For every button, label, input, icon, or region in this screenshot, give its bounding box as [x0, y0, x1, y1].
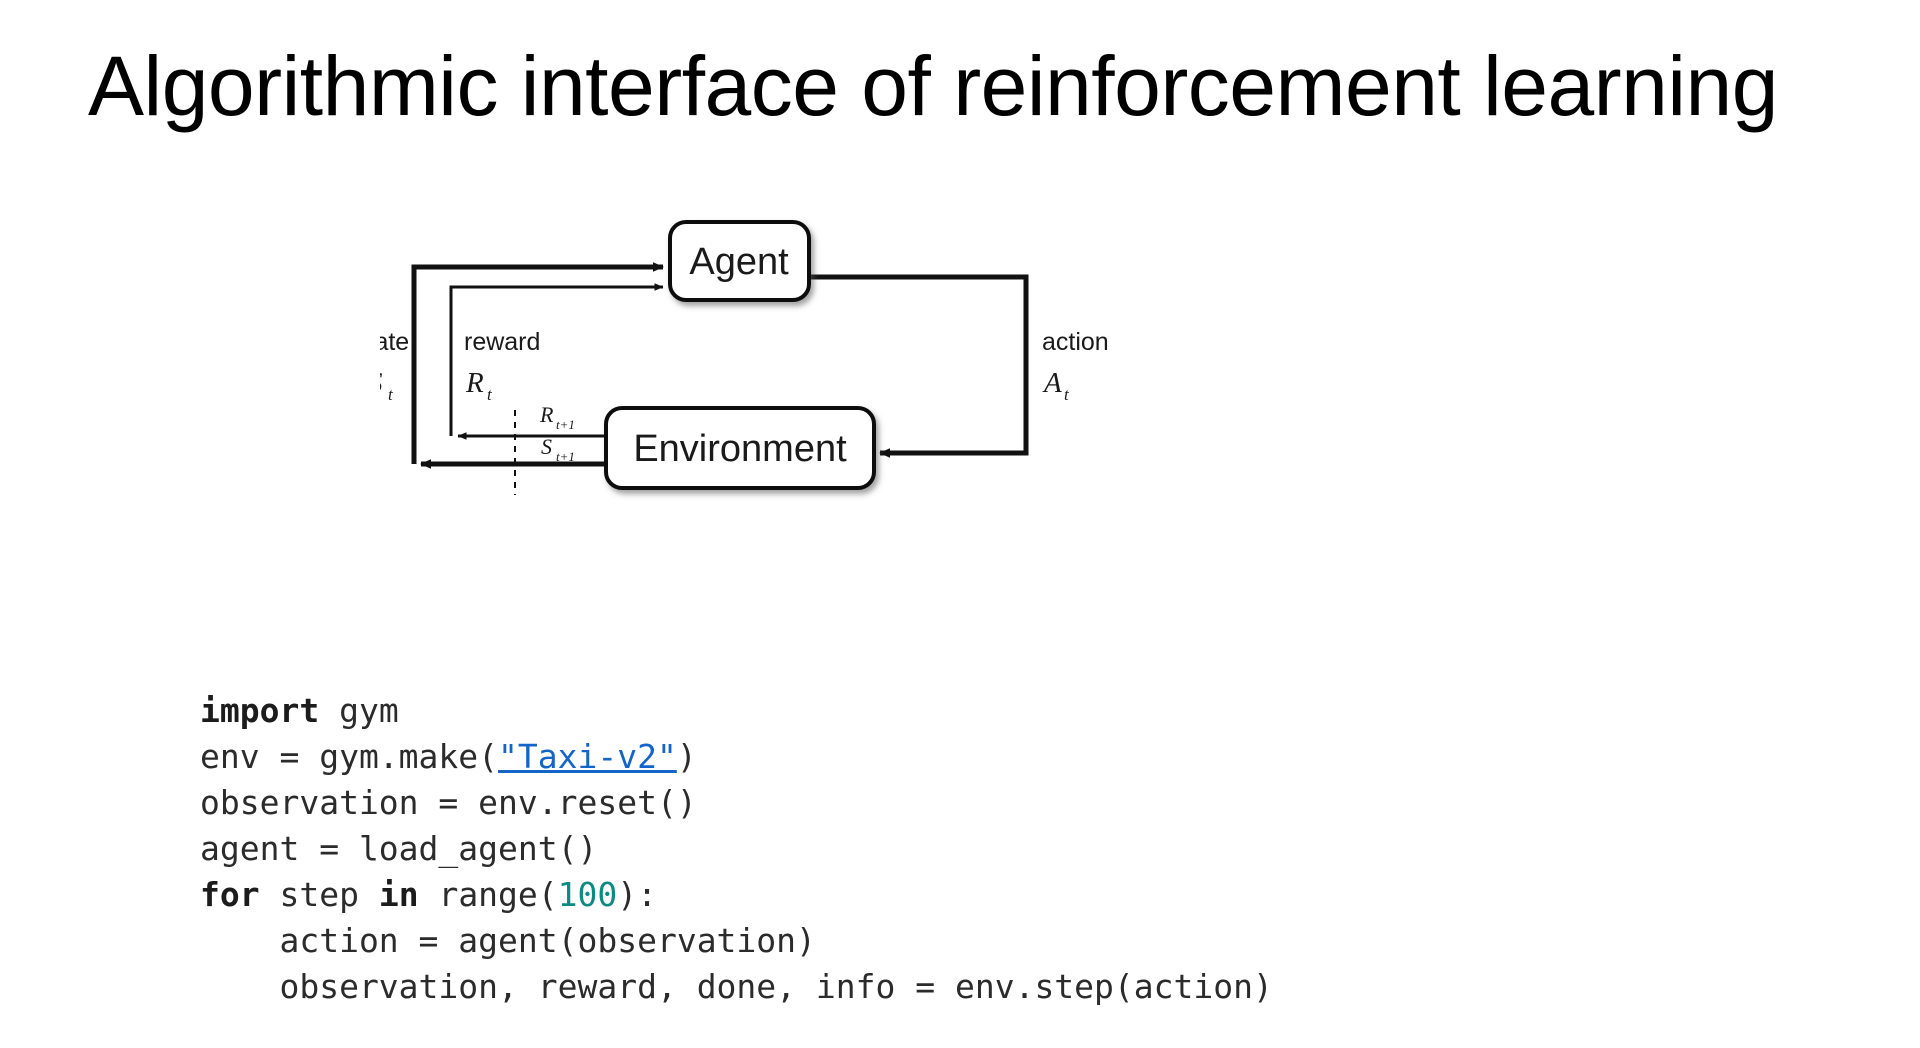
code-text: observation = env.reset() [200, 783, 697, 822]
reward-label-group: reward R t [464, 328, 540, 404]
code-line: action = agent(observation) [200, 918, 1273, 964]
code-text: observation, reward, done, info = env.st… [200, 967, 1273, 1006]
code-keyword: for [200, 875, 260, 914]
reward-edge [449, 283, 664, 436]
code-line: observation = env.reset() [200, 780, 1273, 826]
next-reward-subscript: t+1 [556, 417, 575, 432]
agent-node-label: Agent [689, 241, 789, 283]
agent-node: Agent [668, 220, 811, 302]
reward-symbol: R [465, 367, 484, 399]
state-symbol: S [380, 367, 383, 399]
code-keyword: in [378, 875, 419, 914]
code-line: for step in range(100): [200, 872, 1273, 918]
action-symbol-subscript: t [1064, 385, 1070, 404]
code-text: env = gym.make( [200, 737, 499, 776]
state-label-group: state S t [380, 328, 409, 404]
next-state-label-group: S t+1 [541, 434, 575, 464]
next-reward-label-group: R t+1 [539, 402, 575, 432]
code-text: agent = load_agent() [200, 829, 598, 868]
state-label: state [380, 328, 409, 356]
state-edge [411, 262, 664, 464]
next-reward-symbol: R [539, 402, 554, 427]
code-text: gym [319, 691, 399, 730]
environment-node-label: Environment [633, 428, 847, 470]
reward-symbol-subscript: t [487, 385, 493, 404]
code-line: observation, reward, done, info = env.st… [200, 964, 1273, 1010]
action-label: action [1042, 328, 1109, 356]
code-line: env = gym.make("Taxi-v2") [200, 734, 1273, 780]
next-state-subscript: t+1 [556, 449, 575, 464]
code-link-taxi-v2[interactable]: "Taxi-v2" [498, 737, 677, 776]
action-label-group: action A t [1042, 328, 1109, 404]
next-state-symbol: S [541, 434, 552, 459]
action-edge [809, 274, 1029, 458]
rl-agent-environment-diagram: Agent Environment state S t reward R t a… [380, 210, 1200, 530]
page-title: Algorithmic interface of reinforcement l… [88, 39, 1778, 133]
code-text: ): [617, 875, 658, 914]
code-number: 100 [557, 875, 618, 914]
code-keyword: import [200, 691, 320, 730]
reward-label: reward [464, 328, 540, 356]
code-line: agent = load_agent() [200, 826, 1273, 872]
code-text: action = agent(observation) [200, 921, 816, 960]
code-text: step [259, 875, 379, 914]
code-line: import gym [200, 688, 1273, 734]
code-text: range( [418, 875, 558, 914]
code-text: ) [676, 737, 697, 776]
environment-node: Environment [604, 406, 876, 490]
state-symbol-subscript: t [388, 385, 394, 404]
action-symbol: A [1042, 367, 1062, 399]
